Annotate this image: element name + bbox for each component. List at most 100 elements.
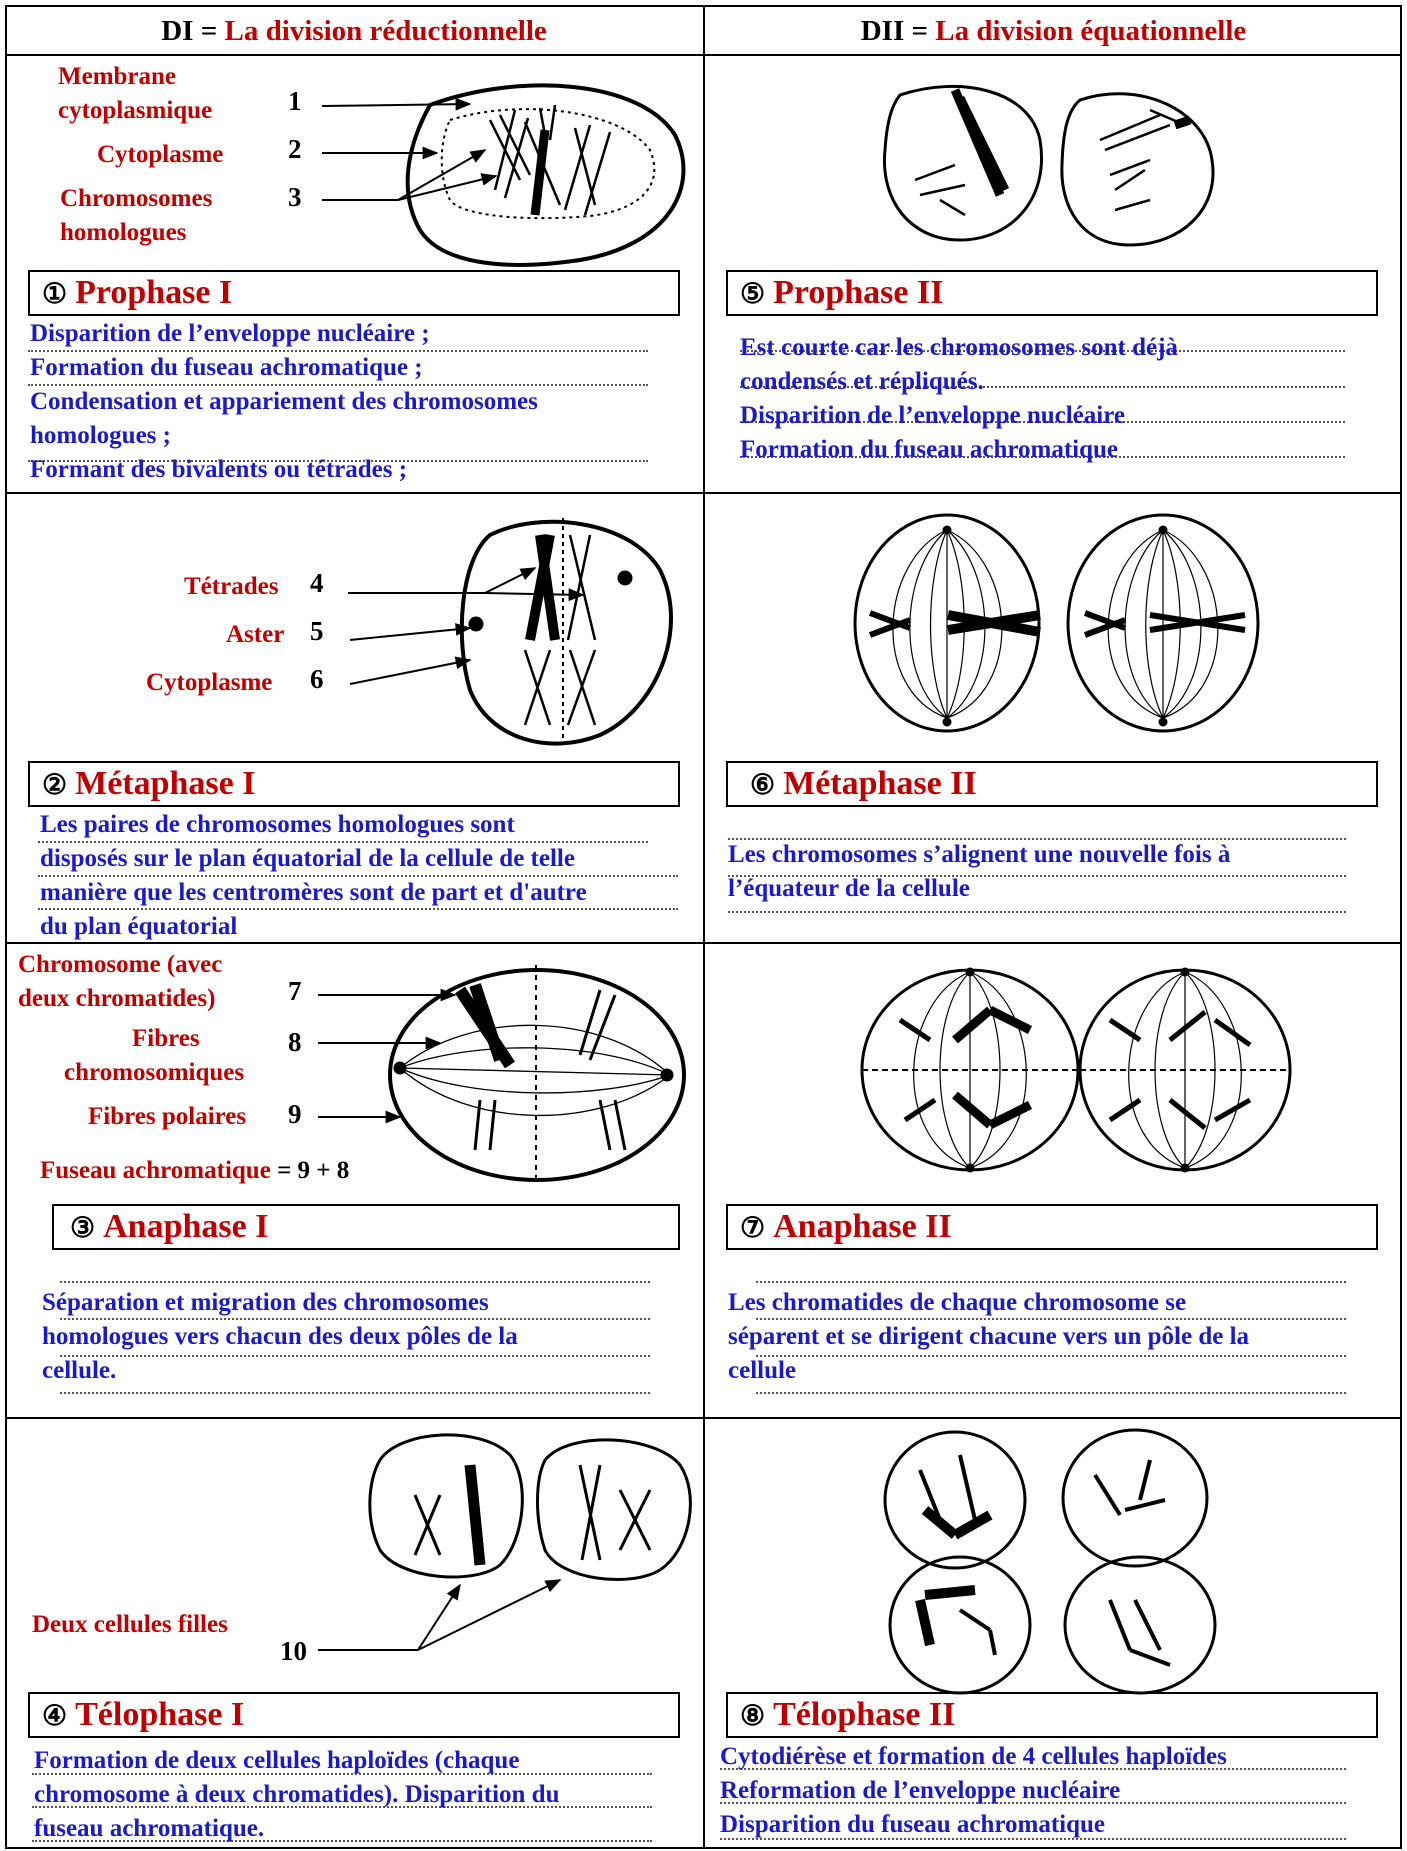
metaphase-2-description: Les chromosomes s’alignent une nouvelle … xyxy=(728,838,1230,906)
telophase-2-description: Cytodiérèse et formation de 4 cellules h… xyxy=(720,1740,1227,1842)
dotted-line xyxy=(32,1773,652,1775)
label-chromosome-avec: Chromosome (avec xyxy=(18,951,223,978)
dotted-line xyxy=(28,460,648,462)
label-cytoplasme-1: Cytoplasme xyxy=(97,141,224,168)
dotted-line xyxy=(38,908,678,910)
description-line: disposés sur le plan équatorial de la ce… xyxy=(40,845,575,872)
label-number-2: 2 xyxy=(288,134,302,164)
telophase-1-cells xyxy=(368,1433,692,1581)
dotted-line xyxy=(728,911,1346,913)
label-fibres: Fibres xyxy=(132,1025,200,1052)
description-line: Formant des bivalents ou tétrades ; xyxy=(30,456,408,483)
label-fibres-polaires: Fibres polaires xyxy=(88,1103,247,1130)
label-number-1: 1 xyxy=(288,86,302,116)
anaphase-1-arrows xyxy=(318,988,457,1124)
phase-number: ① xyxy=(42,279,68,310)
label-cytoplasmique: cytoplasmique xyxy=(58,97,213,124)
description-line: homologues ; xyxy=(30,422,171,449)
dotted-line xyxy=(740,386,1345,388)
telophase-1-description: Formation de deux cellules haploïdes (ch… xyxy=(34,1744,559,1846)
phase-title-text: Anaphase I xyxy=(103,1208,269,1245)
description-line: cellule. xyxy=(42,1357,117,1384)
label-number-3: 3 xyxy=(288,182,302,212)
label-number-4: 4 xyxy=(310,568,324,598)
metaphase-1-cell xyxy=(459,518,673,746)
row-divider xyxy=(5,492,1402,494)
prophase-1-arrows xyxy=(321,97,498,201)
phase-title-text: Métaphase II xyxy=(783,765,977,802)
prophase-2-cells xyxy=(882,84,1215,247)
dotted-line xyxy=(720,1838,1346,1840)
metaphase-1-arrows xyxy=(348,567,585,685)
telophase-1-arrows xyxy=(318,1579,562,1651)
description-line: fuseau achromatique. xyxy=(34,1815,265,1842)
anaphase-2-description: Les chromatides de chaque chromosome se … xyxy=(728,1286,1249,1388)
metaphase-1-description: Les paires de chromosomes homologues son… xyxy=(40,808,587,944)
description-line: du plan équatorial xyxy=(40,913,238,940)
phase-number: ④ xyxy=(42,1701,68,1732)
description-line: Les paires de chromosomes homologues son… xyxy=(40,811,515,838)
description-line: Les chromatides de chaque chromosome se xyxy=(728,1289,1187,1316)
prophase-1-description: Disparition de l’enveloppe nucléaire ; F… xyxy=(30,317,538,487)
label-membrane: Membrane xyxy=(58,63,177,90)
phase-number: ⑥ xyxy=(750,770,776,801)
label-cytoplasme-2: Cytoplasme xyxy=(146,669,273,696)
description-line: Séparation et migration des chromosomes xyxy=(42,1289,489,1316)
header-right-prefix: DII = xyxy=(860,15,936,47)
description-line: cellule xyxy=(728,1357,797,1384)
header-divider xyxy=(5,54,1402,56)
dotted-line xyxy=(60,1355,650,1357)
label-deux-chromatides: deux chromatides) xyxy=(18,985,216,1012)
label-deux-cellules-filles: Deux cellules filles xyxy=(32,1611,228,1638)
header-right-title: La division équationnelle xyxy=(935,15,1247,47)
anaphase-1-cell xyxy=(388,965,686,1182)
phase-number: ② xyxy=(42,770,68,801)
label-number-5: 5 xyxy=(310,616,324,646)
label-chromosomiques: chromosomiques xyxy=(64,1059,245,1086)
column-divider xyxy=(703,5,705,1849)
phase-number: ③ xyxy=(70,1213,96,1244)
description-line: homologues vers chacun des deux pôles de… xyxy=(42,1323,518,1350)
description-line: Formation de deux cellules haploïdes (ch… xyxy=(34,1747,520,1774)
phase-title-text: Prophase I xyxy=(75,274,233,311)
label-number-8: 8 xyxy=(288,1027,302,1057)
dotted-line xyxy=(756,1392,1346,1394)
dotted-line xyxy=(740,350,1345,352)
dotted-line xyxy=(728,875,1346,877)
dotted-line xyxy=(720,1802,1346,1804)
label-number-10: 10 xyxy=(280,1636,307,1666)
dotted-line xyxy=(740,421,1345,423)
dotted-line xyxy=(28,384,648,386)
description-line: Condensation et appariement des chromoso… xyxy=(30,388,538,415)
phase-title-text: Prophase II xyxy=(773,274,944,311)
description-line: Formation du fuseau achromatique ; xyxy=(30,354,423,381)
description-line: manière que les centromères sont de part… xyxy=(40,879,587,906)
header-left: DI = La division réductionnelle xyxy=(5,8,703,54)
description-line: Est courte car les chromosomes sont déjà xyxy=(740,334,1178,361)
dotted-line xyxy=(756,1281,1346,1283)
description-line: Disparition du fuseau achromatique xyxy=(720,1811,1106,1838)
description-line: l’équateur de la cellule xyxy=(728,875,970,902)
phase-number: ⑤ xyxy=(740,279,766,310)
label-number-6: 6 xyxy=(310,664,324,694)
label-chromosomes: Chromosomes xyxy=(60,185,213,212)
label-fuseau-equation: = 9 + 8 xyxy=(270,1157,350,1184)
dotted-line xyxy=(60,1392,650,1394)
label-homologues: homologues xyxy=(60,219,187,246)
phase-title-text: Télophase II xyxy=(773,1696,956,1733)
dotted-line xyxy=(756,1355,1346,1357)
description-line: Les chromosomes s’alignent une nouvelle … xyxy=(728,841,1231,868)
description-line: Disparition de l’enveloppe nucléaire ; xyxy=(30,320,430,347)
row-divider xyxy=(5,1417,1402,1419)
dotted-line xyxy=(740,456,1345,458)
prophase-2-description: Est courte car les chromosomes sont déjà… xyxy=(740,331,1178,467)
dotted-line xyxy=(60,1281,650,1283)
dotted-line xyxy=(720,1768,1346,1770)
dotted-line xyxy=(38,875,678,877)
